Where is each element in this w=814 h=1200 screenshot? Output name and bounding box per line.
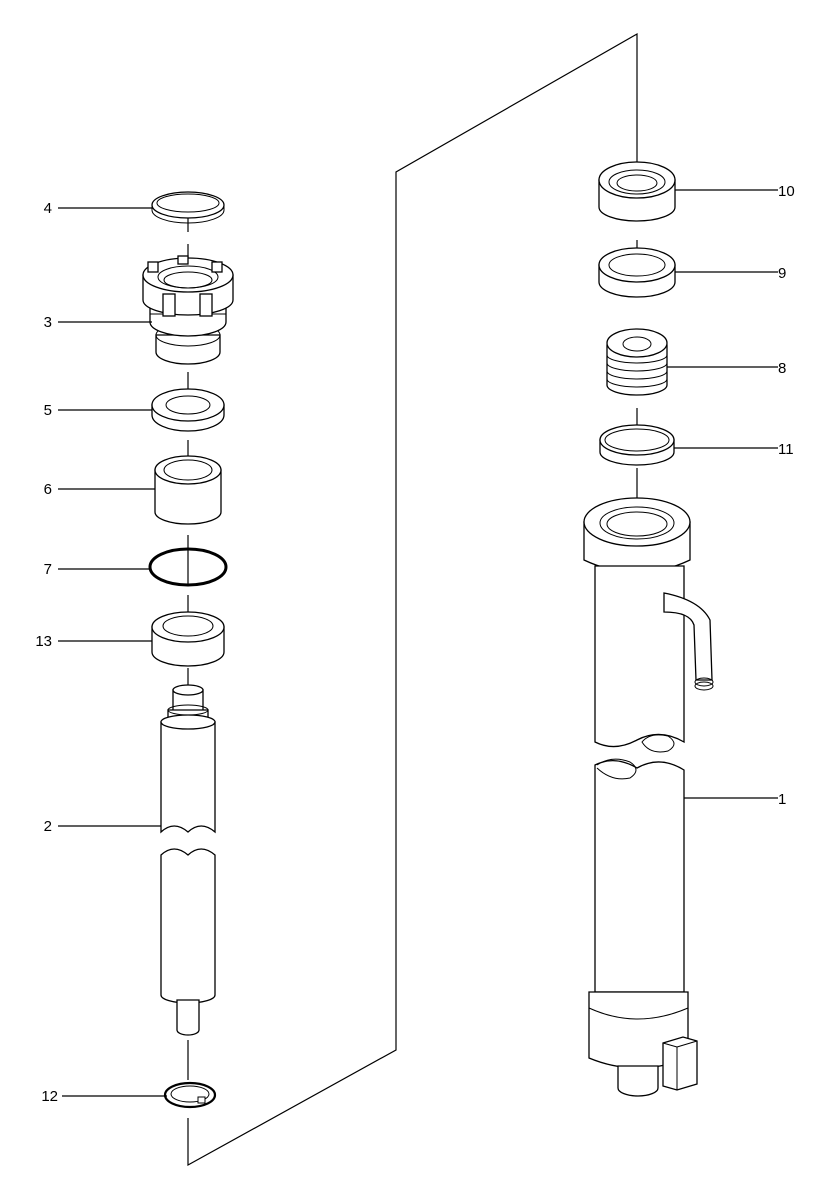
callout-2: 2	[44, 818, 52, 835]
callout-13: 13	[35, 633, 52, 650]
part-1-injector-holder	[583, 497, 714, 1097]
callout-12: 12	[41, 1088, 58, 1105]
leader-lines	[58, 189, 778, 1097]
part-3-castle-nut	[142, 255, 234, 365]
part-2-nozzle	[160, 684, 216, 1036]
callout-labels: 4 3 5 6 7 13 2 12 10 9 8 11 1	[35, 183, 794, 1105]
callout-11: 11	[778, 441, 794, 458]
callout-7: 7	[44, 561, 52, 578]
callout-6: 6	[44, 481, 52, 498]
part-12-snap-ring	[163, 1081, 217, 1109]
part-9-washer	[598, 247, 676, 298]
part-8-spring	[606, 328, 668, 396]
part-10-collar	[598, 161, 676, 222]
callout-3: 3	[44, 314, 52, 331]
callout-5: 5	[44, 402, 52, 419]
part-11-ring	[599, 424, 675, 466]
part-13-collar	[151, 611, 225, 667]
callout-9: 9	[778, 265, 786, 282]
assembly-connector-line	[187, 32, 638, 1167]
part-5-washer	[151, 388, 225, 432]
part-7-o-ring	[148, 547, 228, 587]
part-4-ring	[151, 191, 225, 224]
callout-10: 10	[778, 183, 795, 200]
callout-1: 1	[778, 791, 786, 808]
part-6-sleeve	[154, 455, 222, 525]
callout-8: 8	[778, 360, 786, 377]
callout-4: 4	[44, 200, 52, 217]
